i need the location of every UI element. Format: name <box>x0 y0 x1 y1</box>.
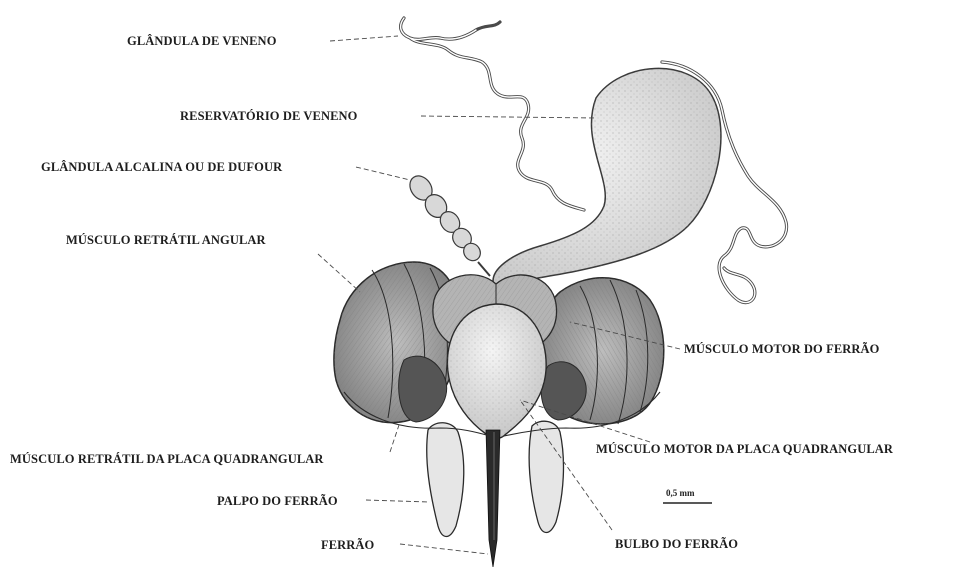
leader-glandula-veneno <box>330 36 398 41</box>
sting-shaft <box>486 430 500 567</box>
label-musculo-motor-ferrao: MÚSCULO MOTOR DO FERRÃO <box>684 342 879 356</box>
leader-glandula-alcalina <box>356 167 410 180</box>
dufour-gland-shape <box>405 172 490 276</box>
label-musculo-retratil-placa: MÚSCULO RETRÁTIL DA PLACA QUADRANGULAR <box>10 452 324 466</box>
label-bulbo-ferrao: BULBO DO FERRÃO <box>615 537 738 551</box>
label-reservatorio-veneno: RESERVATÓRIO DE VENENO <box>180 109 358 123</box>
label-ferrao: FERRÃO <box>321 538 374 552</box>
label-musculo-retratil-angular: MÚSCULO RETRÁTIL ANGULAR <box>66 233 266 247</box>
label-glandula-alcalina: GLÂNDULA ALCALINA OU DE DUFOUR <box>41 160 282 174</box>
label-palpo-ferrao: PALPO DO FERRÃO <box>217 494 338 508</box>
leader-ferrao <box>400 544 488 554</box>
sting-bulb-shape <box>447 304 546 439</box>
label-musculo-motor-placa: MÚSCULO MOTOR DA PLACA QUADRANGULAR <box>596 442 893 456</box>
leader-palpo <box>366 500 430 502</box>
leader-musculo-retratil-angular <box>318 254 360 292</box>
leader-reservatorio <box>421 116 596 118</box>
label-glandula-veneno: GLÂNDULA DE VENENO <box>127 34 277 48</box>
leader-musculo-retratil-placa <box>390 422 400 452</box>
scale-bar-label: 0,5 mm <box>666 488 695 498</box>
